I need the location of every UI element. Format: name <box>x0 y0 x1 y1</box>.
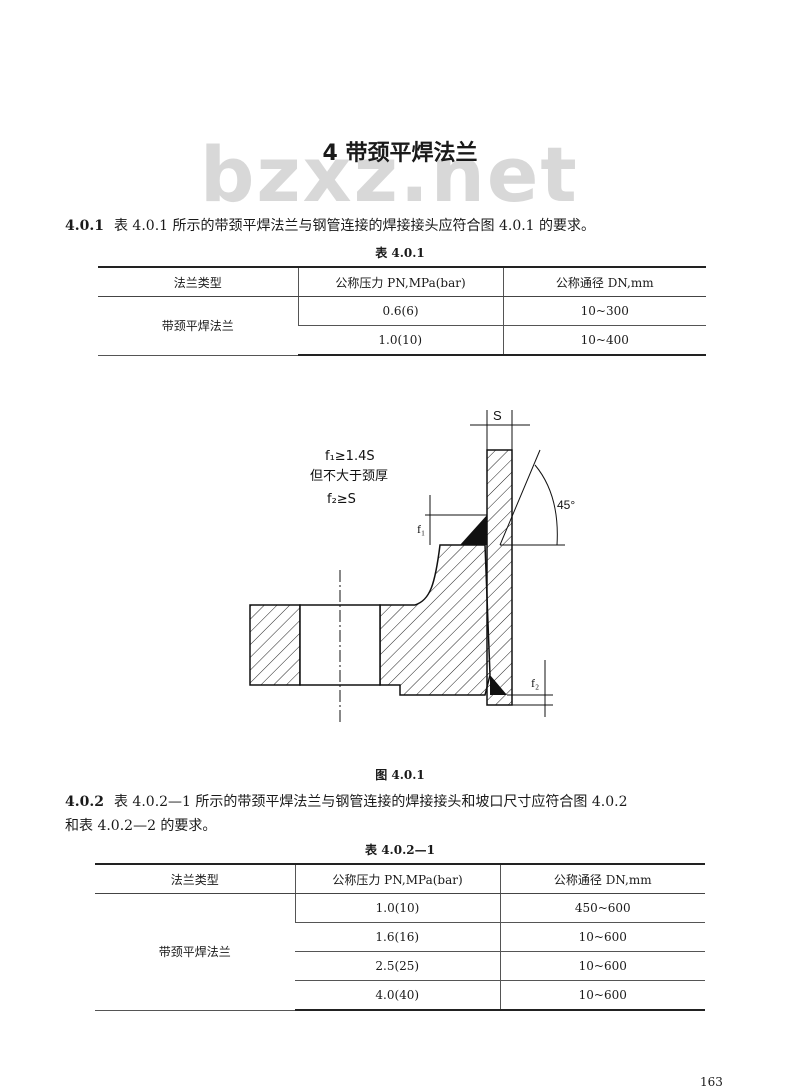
pressure-cell: 1.0(10) <box>294 893 500 923</box>
diameter-cell: 10~600 <box>499 951 705 981</box>
table1-caption: 表 4.0.1 <box>375 246 425 260</box>
flange-type-cell: 带颈平焊法兰 <box>95 893 295 1011</box>
flange-type-cell: 带颈平焊法兰 <box>98 296 298 356</box>
note-f2: f₂≥S <box>327 492 356 507</box>
table-row: 带颈平焊法兰 0.6(6) 10~300 <box>98 296 706 356</box>
label-angle: 45° <box>557 498 575 512</box>
pressure-cell: 4.0(40) <box>295 980 500 1011</box>
figure-caption: 图 4.0.1 <box>375 768 425 782</box>
pressure-cell: 1.0(10) <box>298 325 503 356</box>
table-header-row: 法兰类型 公称压力 PN,MPa(bar) 公称通径 DN,mm <box>98 266 706 297</box>
table-4-0-2-1: 法兰类型 公称压力 PN,MPa(bar) 公称通径 DN,mm 带颈平焊法兰 … <box>95 863 705 1011</box>
header-diameter: 公称通径 DN,mm <box>499 863 705 894</box>
table-row: 4.0(40) 10~600 <box>95 980 705 1011</box>
label-f1: f₁ <box>417 522 425 536</box>
clause-text-line2: 和表 4.0.2—2 的要求。 <box>65 818 217 834</box>
fillet-weld-top <box>460 515 487 545</box>
flange-hub-section <box>379 544 491 696</box>
fillet-weld-bottom <box>490 675 507 695</box>
table-row: 1.6(16) 10~600 <box>95 922 705 952</box>
diameter-cell: 450~600 <box>499 893 705 923</box>
header-pressure: 公称压力 PN,MPa(bar) <box>294 863 500 894</box>
pipe-wall <box>486 449 513 706</box>
clause-number: 4.0.2 <box>65 794 104 810</box>
note-limit: 但不大于颈厚 <box>310 469 388 484</box>
header-flange-type: 法兰类型 <box>98 266 298 297</box>
note-f1: f₁≥1.4S <box>325 449 375 464</box>
pressure-cell: 2.5(25) <box>295 951 500 981</box>
diameter-cell: 10~400 <box>502 325 706 356</box>
table-row: 1.0(10) 10~400 <box>98 325 706 356</box>
pressure-cell: 1.6(16) <box>295 922 500 952</box>
clause-text: 表 4.0.1 所示的带颈平焊法兰与钢管连接的焊接接头应符合图 4.0.1 的要… <box>113 218 596 234</box>
pressure-cell: 0.6(6) <box>297 296 503 326</box>
clause-text-line1: 表 4.0.2—1 所示的带颈平焊法兰与钢管连接的焊接接头和坡口尺寸应符合图 4… <box>113 794 628 810</box>
label-s: S <box>493 408 502 423</box>
paragraph-4-0-1: 4.0.1 表 4.0.1 所示的带颈平焊法兰与钢管连接的焊接接头应符合图 4.0… <box>65 214 595 238</box>
clause-number: 4.0.1 <box>65 218 104 234</box>
header-flange-type: 法兰类型 <box>95 863 295 894</box>
label-f2: f₂ <box>531 676 539 690</box>
flange-section <box>249 604 301 686</box>
header-pressure: 公称压力 PN,MPa(bar) <box>297 266 503 297</box>
diameter-cell: 10~600 <box>499 922 705 952</box>
section-title: 4 带颈平焊法兰 <box>322 141 478 166</box>
header-diameter: 公称通径 DN,mm <box>502 266 706 297</box>
table-row: 带颈平焊法兰 1.0(10) 450~600 <box>95 893 705 1011</box>
table-row: 2.5(25) 10~600 <box>95 951 705 981</box>
weld-joint-figure: S f₁≥1.4S 但不大于颈厚 f₂≥S 45° f₁ f₂ <box>249 408 575 725</box>
table2-caption: 表 4.0.2—1 <box>365 843 435 857</box>
diameter-cell: 10~600 <box>499 980 705 1011</box>
table-header-row: 法兰类型 公称压力 PN,MPa(bar) 公称通径 DN,mm <box>95 863 705 894</box>
watermark: bzxz.net <box>200 130 579 219</box>
page-number: 163 <box>700 1075 723 1089</box>
table-4-0-1: 法兰类型 公称压力 PN,MPa(bar) 公称通径 DN,mm 带颈平焊法兰 … <box>98 266 706 356</box>
diameter-cell: 10~300 <box>502 296 706 326</box>
paragraph-4-0-2: 4.0.2 表 4.0.2—1 所示的带颈平焊法兰与钢管连接的焊接接头和坡口尺寸应… <box>65 790 765 838</box>
